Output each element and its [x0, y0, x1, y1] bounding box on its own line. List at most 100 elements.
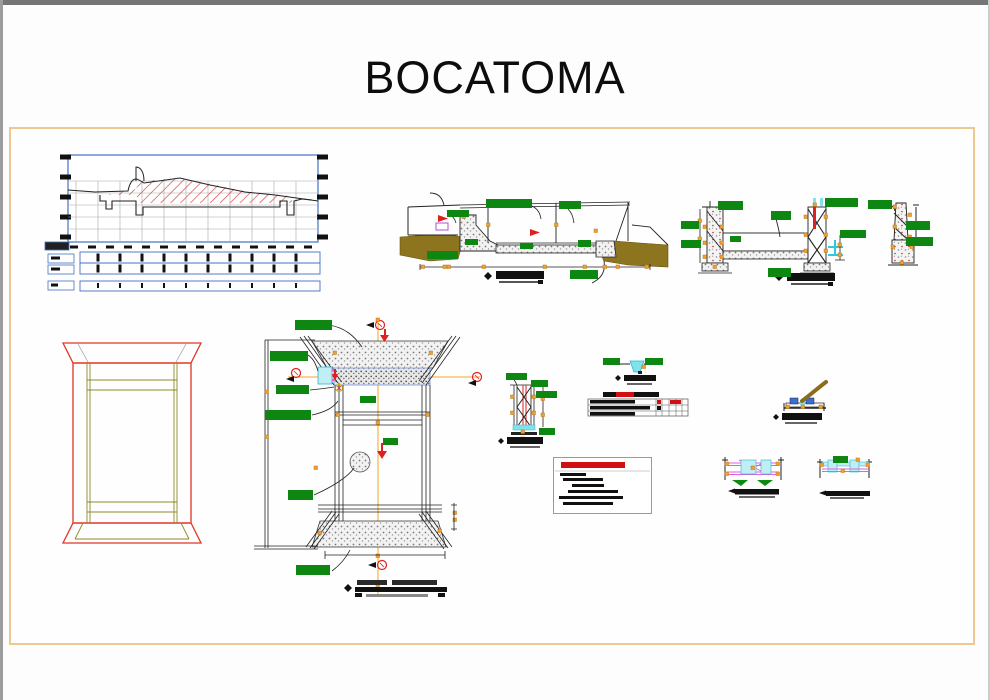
plan-dimensions — [324, 503, 457, 559]
gauge-box — [435, 222, 449, 231]
green-annotation-label — [906, 237, 933, 246]
station-ticks — [97, 283, 297, 288]
green-annotation-label — [288, 490, 313, 500]
cross-section-a — [399, 192, 669, 284]
right-wall — [807, 206, 827, 264]
detail-title-bar — [773, 413, 822, 424]
intake-plan-view — [254, 317, 483, 597]
left-wall — [706, 206, 724, 264]
cross-section-b — [697, 198, 919, 286]
channel-base — [722, 250, 811, 260]
green-annotation-label — [486, 199, 532, 208]
green-annotation-label — [681, 240, 701, 248]
dimension-line — [419, 264, 651, 270]
wall-detail — [887, 202, 919, 266]
green-annotation-label — [295, 320, 332, 330]
green-annotation-label — [868, 200, 892, 209]
elevation-row-1 — [79, 251, 321, 264]
gate-slot — [317, 366, 333, 385]
section-marker-bottom — [368, 559, 388, 571]
profile-view — [44, 154, 328, 292]
end-sill — [595, 240, 617, 258]
window-top-edge — [0, 0, 990, 5]
lift-mechanism-detail — [773, 380, 828, 424]
rail-lines — [822, 468, 869, 472]
leader-curve — [429, 192, 445, 206]
green-annotation-label — [265, 410, 311, 420]
green-annotation-label — [730, 236, 741, 242]
green-annotation-label — [427, 251, 458, 259]
legend-box — [553, 457, 652, 514]
station-row — [79, 280, 321, 292]
green-annotation-label — [360, 396, 376, 403]
detail-title-bar — [615, 375, 656, 385]
green-annotation-label — [603, 358, 620, 365]
green-annotation-label — [536, 391, 557, 398]
structure-outline — [99, 195, 313, 216]
inlet-apron — [311, 340, 449, 369]
frame-edge-marks — [60, 154, 328, 240]
green-annotation-label — [825, 198, 858, 207]
point-marker — [335, 384, 343, 392]
flow-arrow-2 — [530, 229, 540, 236]
gate-pier-detail — [498, 377, 545, 448]
green-annotation-label — [520, 243, 533, 249]
weir-block — [459, 214, 499, 252]
terrain-hatch — [106, 178, 292, 203]
green-annotation-label — [906, 221, 930, 230]
excavation-outline — [61, 342, 203, 544]
anchor-wedge-right — [757, 480, 773, 486]
green-annotation-label — [645, 358, 663, 365]
schedule-table — [587, 392, 689, 417]
channel-walls — [334, 385, 431, 523]
flow-arrow-1 — [438, 215, 448, 222]
gate-guide-detail — [722, 457, 784, 498]
side-channel-lines — [254, 339, 318, 550]
green-annotation-label — [681, 221, 699, 229]
detail-title-bar — [498, 437, 543, 448]
top-wing-lines — [77, 343, 187, 363]
plan-caption — [344, 580, 447, 597]
green-annotation-label — [539, 428, 555, 435]
green-annotation-label — [771, 211, 791, 220]
green-annotation-label — [833, 456, 848, 463]
window-right-edge — [988, 0, 990, 700]
green-annotation-label — [506, 373, 527, 380]
weir-band — [333, 367, 431, 386]
approach-channel — [407, 204, 461, 236]
table-corner-cell — [44, 241, 70, 251]
green-annotation-label — [296, 565, 330, 575]
riprap-apron — [311, 520, 447, 548]
row-header-marks — [51, 256, 60, 287]
gate-flow-arrow — [332, 374, 338, 381]
legend-text-lines — [559, 473, 623, 505]
structure-footprint — [74, 363, 190, 540]
green-annotation-label — [447, 210, 469, 217]
section-marker-top — [366, 319, 389, 342]
elevation-ticks — [96, 253, 298, 273]
green-annotation-label — [840, 230, 866, 238]
upstream-wing-walls — [299, 335, 461, 386]
section-marker-left — [286, 367, 302, 382]
terrain-line — [67, 177, 319, 202]
rail-detail — [817, 457, 872, 499]
page-title: BOCATOMA — [364, 52, 626, 103]
green-annotation-label — [718, 201, 743, 210]
legend-content — [555, 462, 650, 505]
window-left-edge — [0, 0, 3, 700]
detail-title-bar — [819, 490, 870, 499]
green-annotation-label — [531, 380, 548, 387]
gate-notch-detail — [615, 360, 658, 385]
gate-stem — [813, 207, 816, 229]
elevation-row-2 — [79, 262, 321, 275]
green-annotation-label — [270, 351, 308, 361]
lever-handle — [800, 380, 828, 403]
right-footing — [803, 262, 831, 272]
cross-slab-lines — [335, 411, 430, 426]
excavation-plan — [61, 342, 203, 544]
label-leaders — [307, 324, 363, 572]
well-circle — [349, 451, 371, 473]
flow-arrow-center — [377, 451, 387, 459]
detail-title-bar — [728, 488, 779, 498]
